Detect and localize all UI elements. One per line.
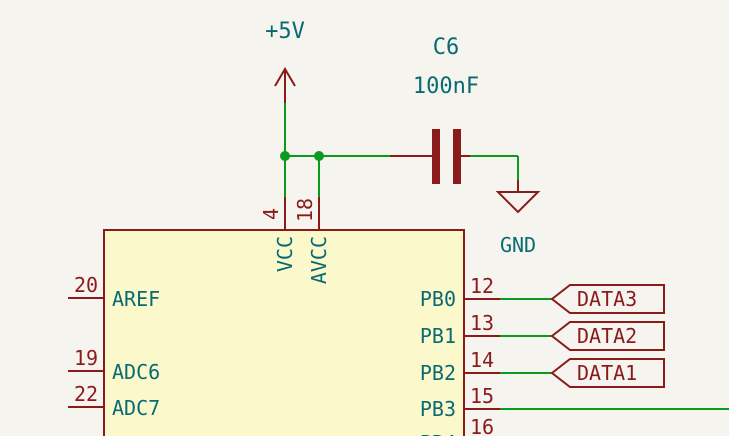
global-label-data3[interactable]: DATA3 <box>550 284 665 314</box>
pin-number-pb0: 12 <box>470 274 494 298</box>
global-label-data2-text: DATA2 <box>577 324 637 348</box>
pin-number-pb3: 15 <box>470 384 494 408</box>
pin-number-avcc: 18 <box>293 198 317 222</box>
pin-number-vcc: 4 <box>259 208 283 220</box>
pin-name-pb2: PB2 <box>420 361 456 385</box>
global-label-data2[interactable]: DATA2 <box>550 321 665 351</box>
ground-label: GND <box>500 233 536 257</box>
pin-name-adc7: ADC7 <box>112 396 160 420</box>
power-5v-label: +5V <box>265 19 305 44</box>
power-5v-symbol[interactable] <box>274 67 296 103</box>
global-label-data1[interactable]: DATA1 <box>550 358 665 388</box>
junction-dot-avcc <box>314 151 324 161</box>
capacitor-ref: C6 <box>433 35 460 60</box>
pin-number-adc7: 22 <box>74 382 98 406</box>
pin-number-pb1: 13 <box>470 311 494 335</box>
pin-name-pb1: PB1 <box>420 324 456 348</box>
pin-name-avcc: AVCC <box>307 236 331 284</box>
capacitor-c6[interactable] <box>390 129 470 184</box>
ground-symbol[interactable] <box>495 180 541 214</box>
pin-name-partial: PB4 <box>420 431 456 436</box>
pin-name-aref: AREF <box>112 287 160 311</box>
pin-name-vcc: VCC <box>273 236 297 272</box>
global-label-data3-text: DATA3 <box>577 287 637 311</box>
pin-name-pb0: PB0 <box>420 287 456 311</box>
pin-name-adc6: ADC6 <box>112 360 160 384</box>
pin-name-pb3: PB3 <box>420 397 456 421</box>
ic-body[interactable] <box>103 229 465 436</box>
pin-number-pin16: 16 <box>470 415 494 436</box>
global-label-data1-text: DATA1 <box>577 361 637 385</box>
pin-number-pb2: 14 <box>470 348 494 372</box>
capacitor-value: 100nF <box>413 74 479 99</box>
junction-dot-vcc <box>280 151 290 161</box>
pin-number-aref: 20 <box>74 273 98 297</box>
pin-number-adc6: 19 <box>74 346 98 370</box>
